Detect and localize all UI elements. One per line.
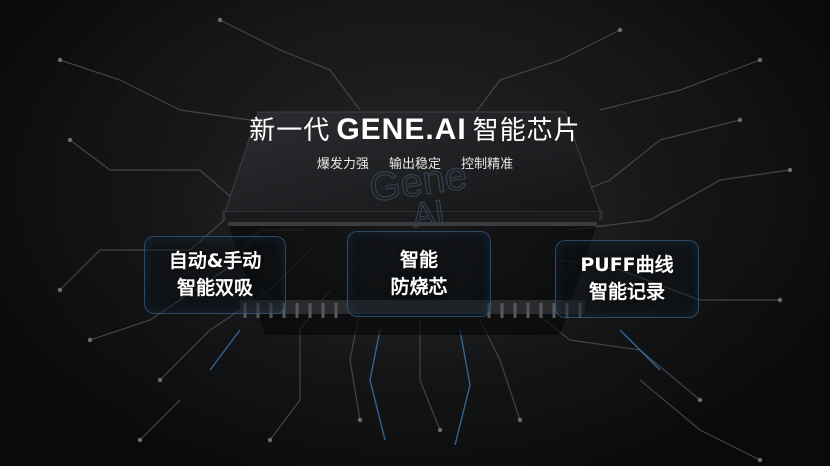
feature-line: 智能 <box>399 249 438 271</box>
feature-card-puff-curve: PUFF曲线 智能记录 <box>555 240 699 318</box>
subtitle: 爆发力强 输出稳定 控制精准 <box>0 153 830 172</box>
feature-line: PUFF曲线 <box>580 254 674 276</box>
title-suffix: 智能芯片 <box>472 116 581 146</box>
feature-line: 自动&手动 <box>168 250 262 272</box>
chip-engraving-line2: AI <box>410 193 447 235</box>
subtitle-item: 控制精准 <box>461 157 514 172</box>
subtitle-item: 输出稳定 <box>388 157 441 172</box>
title-prefix: 新一代 <box>249 116 331 146</box>
chip-pin-ticks <box>243 303 582 318</box>
feature-line: 智能记录 <box>588 281 665 303</box>
blue-accent-traces <box>209 329 661 446</box>
feature-line: 防烧芯 <box>390 276 448 298</box>
feature-line: 智能双吸 <box>176 277 253 299</box>
circuit-nodes <box>57 17 793 463</box>
feature-card-auto-manual: 自动&手动 智能双吸 <box>144 236 286 314</box>
feature-card-anti-burn: 智能 防烧芯 <box>347 231 491 317</box>
chip-edge <box>225 212 600 222</box>
title-brand: GENE.AI <box>336 113 467 146</box>
subtitle-item: 爆发力强 <box>316 157 369 172</box>
